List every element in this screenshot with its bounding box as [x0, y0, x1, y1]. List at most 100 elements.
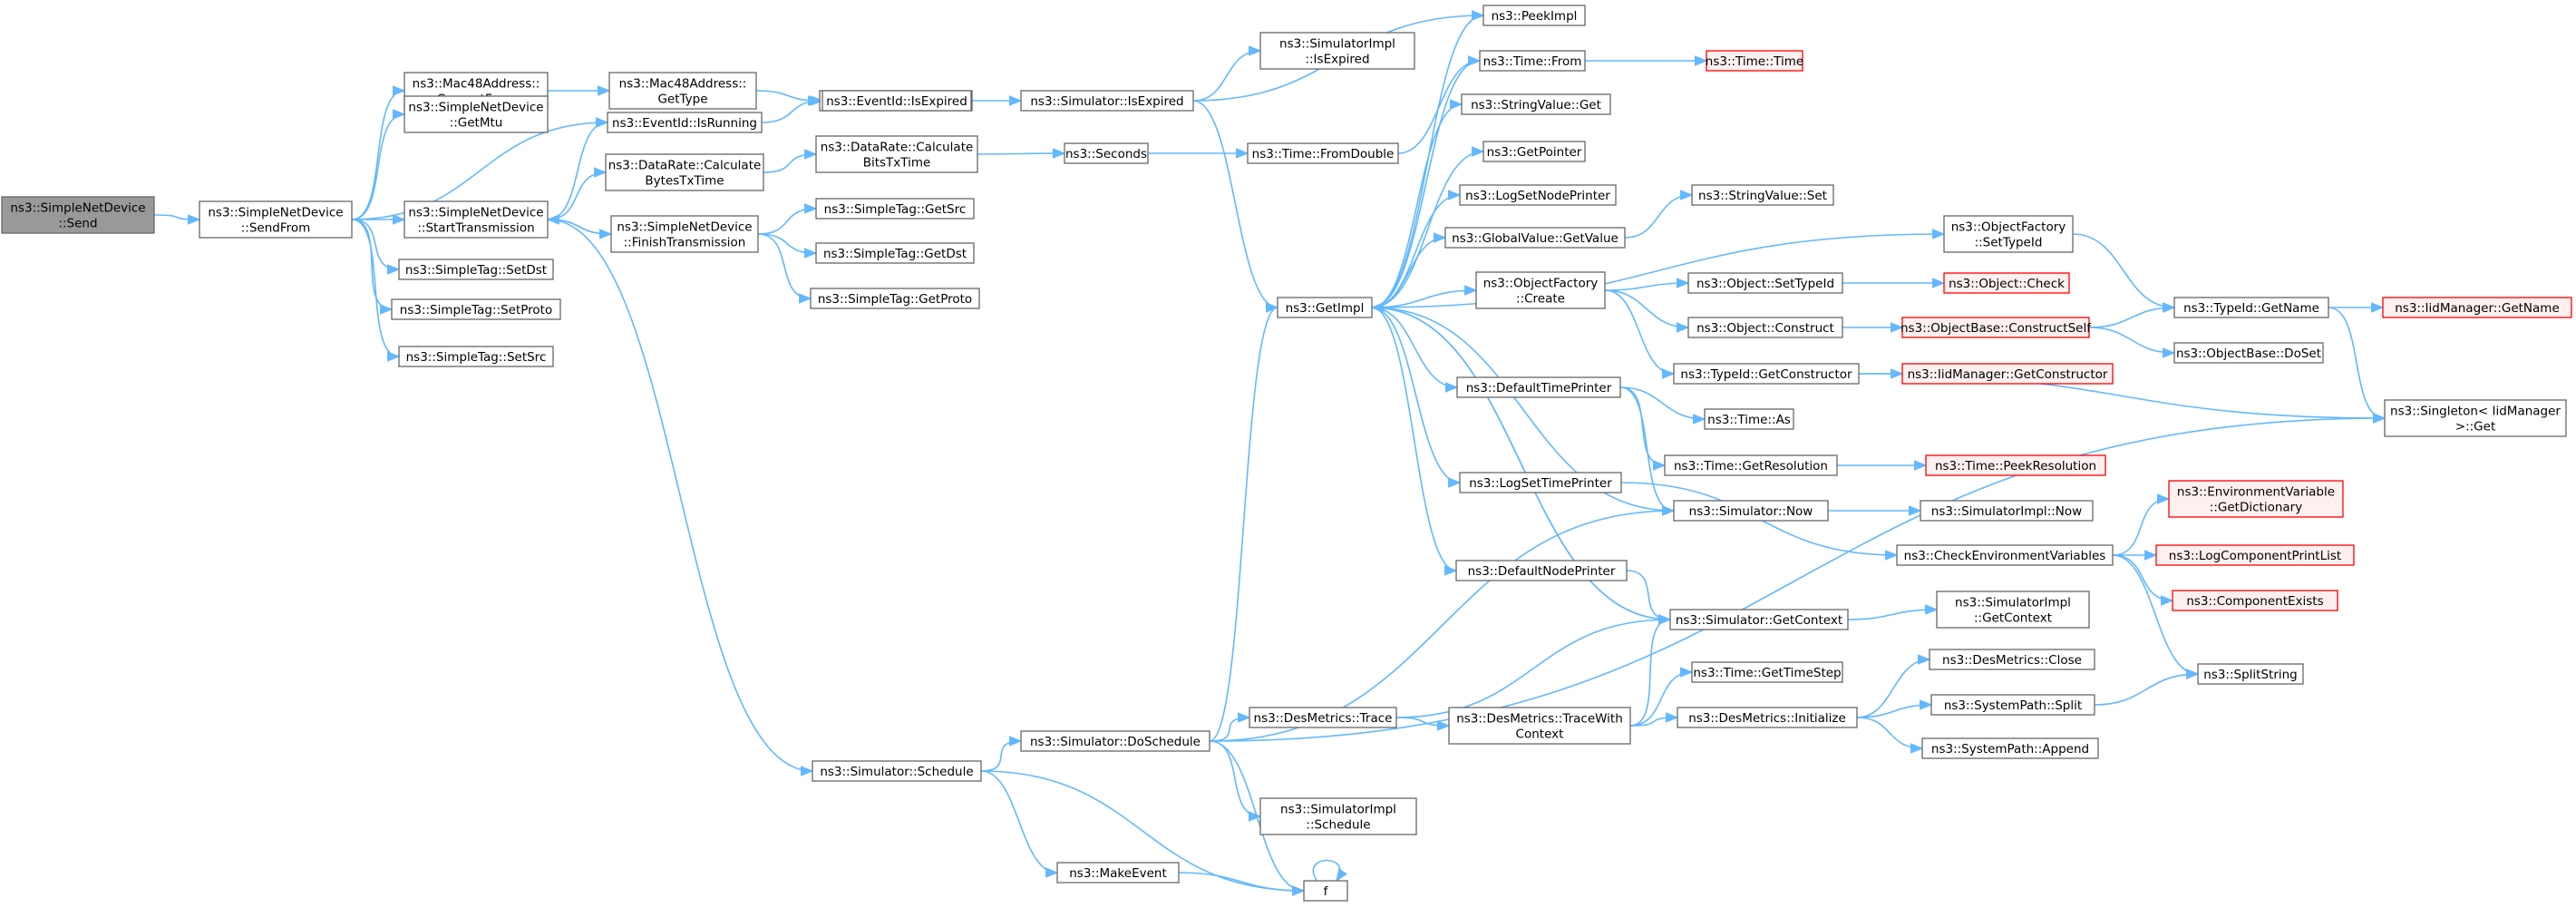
edge-line	[1629, 667, 1694, 727]
edge-finishtx-to-getdst	[757, 233, 818, 259]
node-typeid-getname[interactable]: ns3::TypeId::GetName	[2173, 297, 2329, 318]
node-iid-getctor[interactable]: ns3::IidManager::GetConstructor	[1901, 363, 2114, 385]
node-getimpl[interactable]: ns3::GetImpl	[1277, 297, 1373, 318]
edge-starttx-to-datarate	[547, 167, 608, 220]
node-defaultnodeprinter[interactable]: ns3::DefaultNodePrinter	[1455, 560, 1628, 581]
node-singleton-get[interactable]: ns3::Singleton< IidManager >::Get	[2384, 399, 2567, 437]
node-label: ns3::Time::FromDouble	[1252, 147, 1395, 161]
node-setdst[interactable]: ns3::SimpleTag::SetDst	[398, 259, 554, 280]
edge-line	[980, 736, 1023, 772]
node-sim-getcontext[interactable]: ns3::Simulator::GetContext	[1669, 609, 1849, 630]
node-syspath-append[interactable]: ns3::SystemPath::Append	[1921, 737, 2099, 759]
node-objbase-doset[interactable]: ns3::ObjectBase::DoSet	[2173, 342, 2324, 364]
node-label: >::Get	[2455, 420, 2495, 434]
node-box	[1706, 50, 1803, 72]
edge-line	[351, 219, 401, 275]
node-logsettime[interactable]: ns3::LogSetTimePrinter	[1459, 472, 1622, 493]
node-typeid-getctor[interactable]: ns3::TypeId::GetConstructor	[1673, 363, 1860, 385]
node-send[interactable]: ns3::SimpleNetDevice::Send	[1, 196, 155, 234]
node-obj-check[interactable]: ns3::Object::Check	[1943, 272, 2070, 294]
node-getsrc[interactable]: ns3::SimpleTag::GetSrc	[815, 198, 975, 220]
node-globalval-get[interactable]: ns3::GlobalValue::GetValue	[1444, 227, 1626, 249]
node-evt-isexpired[interactable]: ns3::EventId::IsExpired	[821, 90, 972, 112]
node-syspath-split[interactable]: ns3::SystemPath::Split	[1930, 694, 2095, 716]
node-setproto[interactable]: ns3::SimpleTag::SetProto	[391, 298, 561, 320]
node-box	[1459, 184, 1617, 206]
node-label: ns3::SystemPath::Append	[1931, 742, 2089, 757]
node-logcompprint[interactable]: ns3::LogComponentPrintList	[2155, 544, 2355, 566]
node-sim-isexpired[interactable]: ns3::Simulator::IsExpired	[1020, 90, 1194, 112]
node-makeevent[interactable]: ns3::MakeEvent	[1056, 862, 1180, 884]
node-simimpl-isexpired[interactable]: ns3::SimulatorImpl::IsExpired	[1259, 32, 1415, 70]
node-envvar-getdict[interactable]: ns3::EnvironmentVariable::GetDictionary	[2168, 480, 2344, 518]
node-starttx[interactable]: ns3::SimpleNetDevice::StartTransmission	[403, 200, 549, 239]
node-checkenv[interactable]: ns3::CheckEnvironmentVariables	[1896, 544, 2114, 566]
node-sim-now[interactable]: ns3::Simulator::Now	[1673, 500, 1829, 522]
node-label: ns3::DefaultNodePrinter	[1468, 564, 1616, 579]
node-label: ns3::TypeId::GetConstructor	[1680, 367, 1852, 382]
node-desm-close[interactable]: ns3::DesMetrics::Close	[1929, 649, 2095, 670]
edge-line	[1371, 307, 1458, 576]
node-defaulttimeprinter[interactable]: ns3::DefaultTimePrinter	[1456, 376, 1621, 398]
node-time-getres[interactable]: ns3::Time::GetResolution	[1664, 454, 1838, 476]
node-getproto[interactable]: ns3::SimpleTag::GetProto	[810, 288, 980, 309]
node-splitstring[interactable]: ns3::SplitString	[2197, 663, 2304, 685]
node-finishtx[interactable]: ns3::SimpleNetDevice::FinishTransmission	[610, 215, 759, 253]
node-time-fromdouble[interactable]: ns3::Time::FromDouble	[1247, 142, 1399, 164]
edge-finishtx-to-starttx	[546, 214, 612, 235]
edge-sim_getcontext-to-getimpl	[1370, 302, 1671, 620]
node-evt-isrunning[interactable]: ns3::EventId::IsRunning	[607, 112, 763, 133]
node-objfac-settype[interactable]: ns3::ObjectFactory::SetTypeId	[1943, 215, 2074, 253]
node-seconds[interactable]: ns3::Seconds	[1064, 142, 1149, 164]
node-objfac-create[interactable]: ns3::ObjectFactory::Create	[1475, 271, 1606, 309]
node-obj-settype[interactable]: ns3::Object::SetTypeId	[1687, 272, 1843, 294]
node-simimpl-schedule[interactable]: ns3::SimulatorImpl::Schedule	[1259, 797, 1417, 835]
node-box	[1444, 227, 1626, 249]
node-time-gettimestep[interactable]: ns3::Time::GetTimeStep	[1691, 661, 1843, 683]
node-f[interactable]: f	[1303, 880, 1348, 902]
node-simimpl-getcontext[interactable]: ns3::SimulatorImpl::GetContext	[1936, 591, 2090, 629]
node-label: ns3::GetPointer	[1487, 145, 1582, 160]
node-desm-init[interactable]: ns3::DesMetrics::Initialize	[1677, 707, 1858, 728]
node-label: ns3::ObjectBase::ConstructSelf	[1900, 321, 2092, 336]
node-sendfrom[interactable]: ns3::SimpleNetDevice::SendFrom	[199, 200, 353, 239]
node-strval-set[interactable]: ns3::StringValue::Set	[1691, 184, 1834, 206]
node-obj-construct[interactable]: ns3::Object::Construct	[1687, 317, 1843, 338]
edge-sim_doschedule-to-desm_trace	[1209, 712, 1251, 742]
node-time-from[interactable]: ns3::Time::From	[1479, 50, 1586, 72]
edge-checkenv-to-compexists	[2112, 554, 2174, 606]
node-iid-getname[interactable]: ns3::IidManager::GetName	[2382, 297, 2572, 318]
node-compexists[interactable]: ns3::ComponentExists	[2172, 590, 2338, 611]
node-time-time[interactable]: ns3::Time::Time	[1706, 50, 1803, 72]
node-strval-get[interactable]: ns3::StringValue::Get	[1461, 93, 1611, 115]
node-label: ns3::LogSetNodePrinter	[1465, 189, 1610, 203]
node-desm-trace[interactable]: ns3::DesMetrics::Trace	[1249, 707, 1397, 728]
node-getpointer[interactable]: ns3::GetPointer	[1482, 141, 1586, 162]
node-label: BitsTxTime	[863, 156, 931, 171]
node-label: ns3::LogComponentPrintList	[2169, 549, 2341, 563]
node-label: ns3::SimpleNetDevice	[208, 206, 343, 220]
node-getdst[interactable]: ns3::SimpleTag::GetDst	[815, 242, 975, 264]
edge-line	[1192, 100, 1279, 313]
node-simimpl-now[interactable]: ns3::SimulatorImpl::Now	[1920, 500, 2094, 522]
node-objbase-constructself[interactable]: ns3::ObjectBase::ConstructSelf	[1900, 317, 2092, 338]
node-time-as[interactable]: ns3::Time::As	[1704, 408, 1794, 430]
node-mac-gettype[interactable]: ns3::Mac48Address::GetType	[608, 72, 757, 110]
node-logsetnode[interactable]: ns3::LogSetNodePrinter	[1459, 184, 1617, 206]
node-peekimpl[interactable]: ns3::PeekImpl	[1482, 5, 1586, 26]
node-label: ns3::SimpleNetDevice	[617, 220, 752, 235]
edge-line	[1604, 278, 1690, 291]
node-time-peekres[interactable]: ns3::Time::PeekResolution	[1925, 454, 2106, 476]
node-label: ns3::Object::SetTypeId	[1696, 277, 1834, 291]
node-box	[1673, 500, 1829, 522]
node-setsrc[interactable]: ns3::SimpleTag::SetSrc	[398, 346, 554, 367]
node-sim-doschedule[interactable]: ns3::Simulator::DoSchedule	[1020, 730, 1210, 752]
node-getmtu[interactable]: ns3::SimpleNetDevice::GetMtu	[403, 95, 549, 133]
edge-sim_schedule-to-sim_doschedule	[980, 736, 1023, 772]
node-sim-schedule[interactable]: ns3::Simulator::Schedule	[812, 760, 982, 782]
node-box	[1930, 694, 2095, 716]
edge-sendfrom-to-setsrc	[351, 219, 401, 362]
